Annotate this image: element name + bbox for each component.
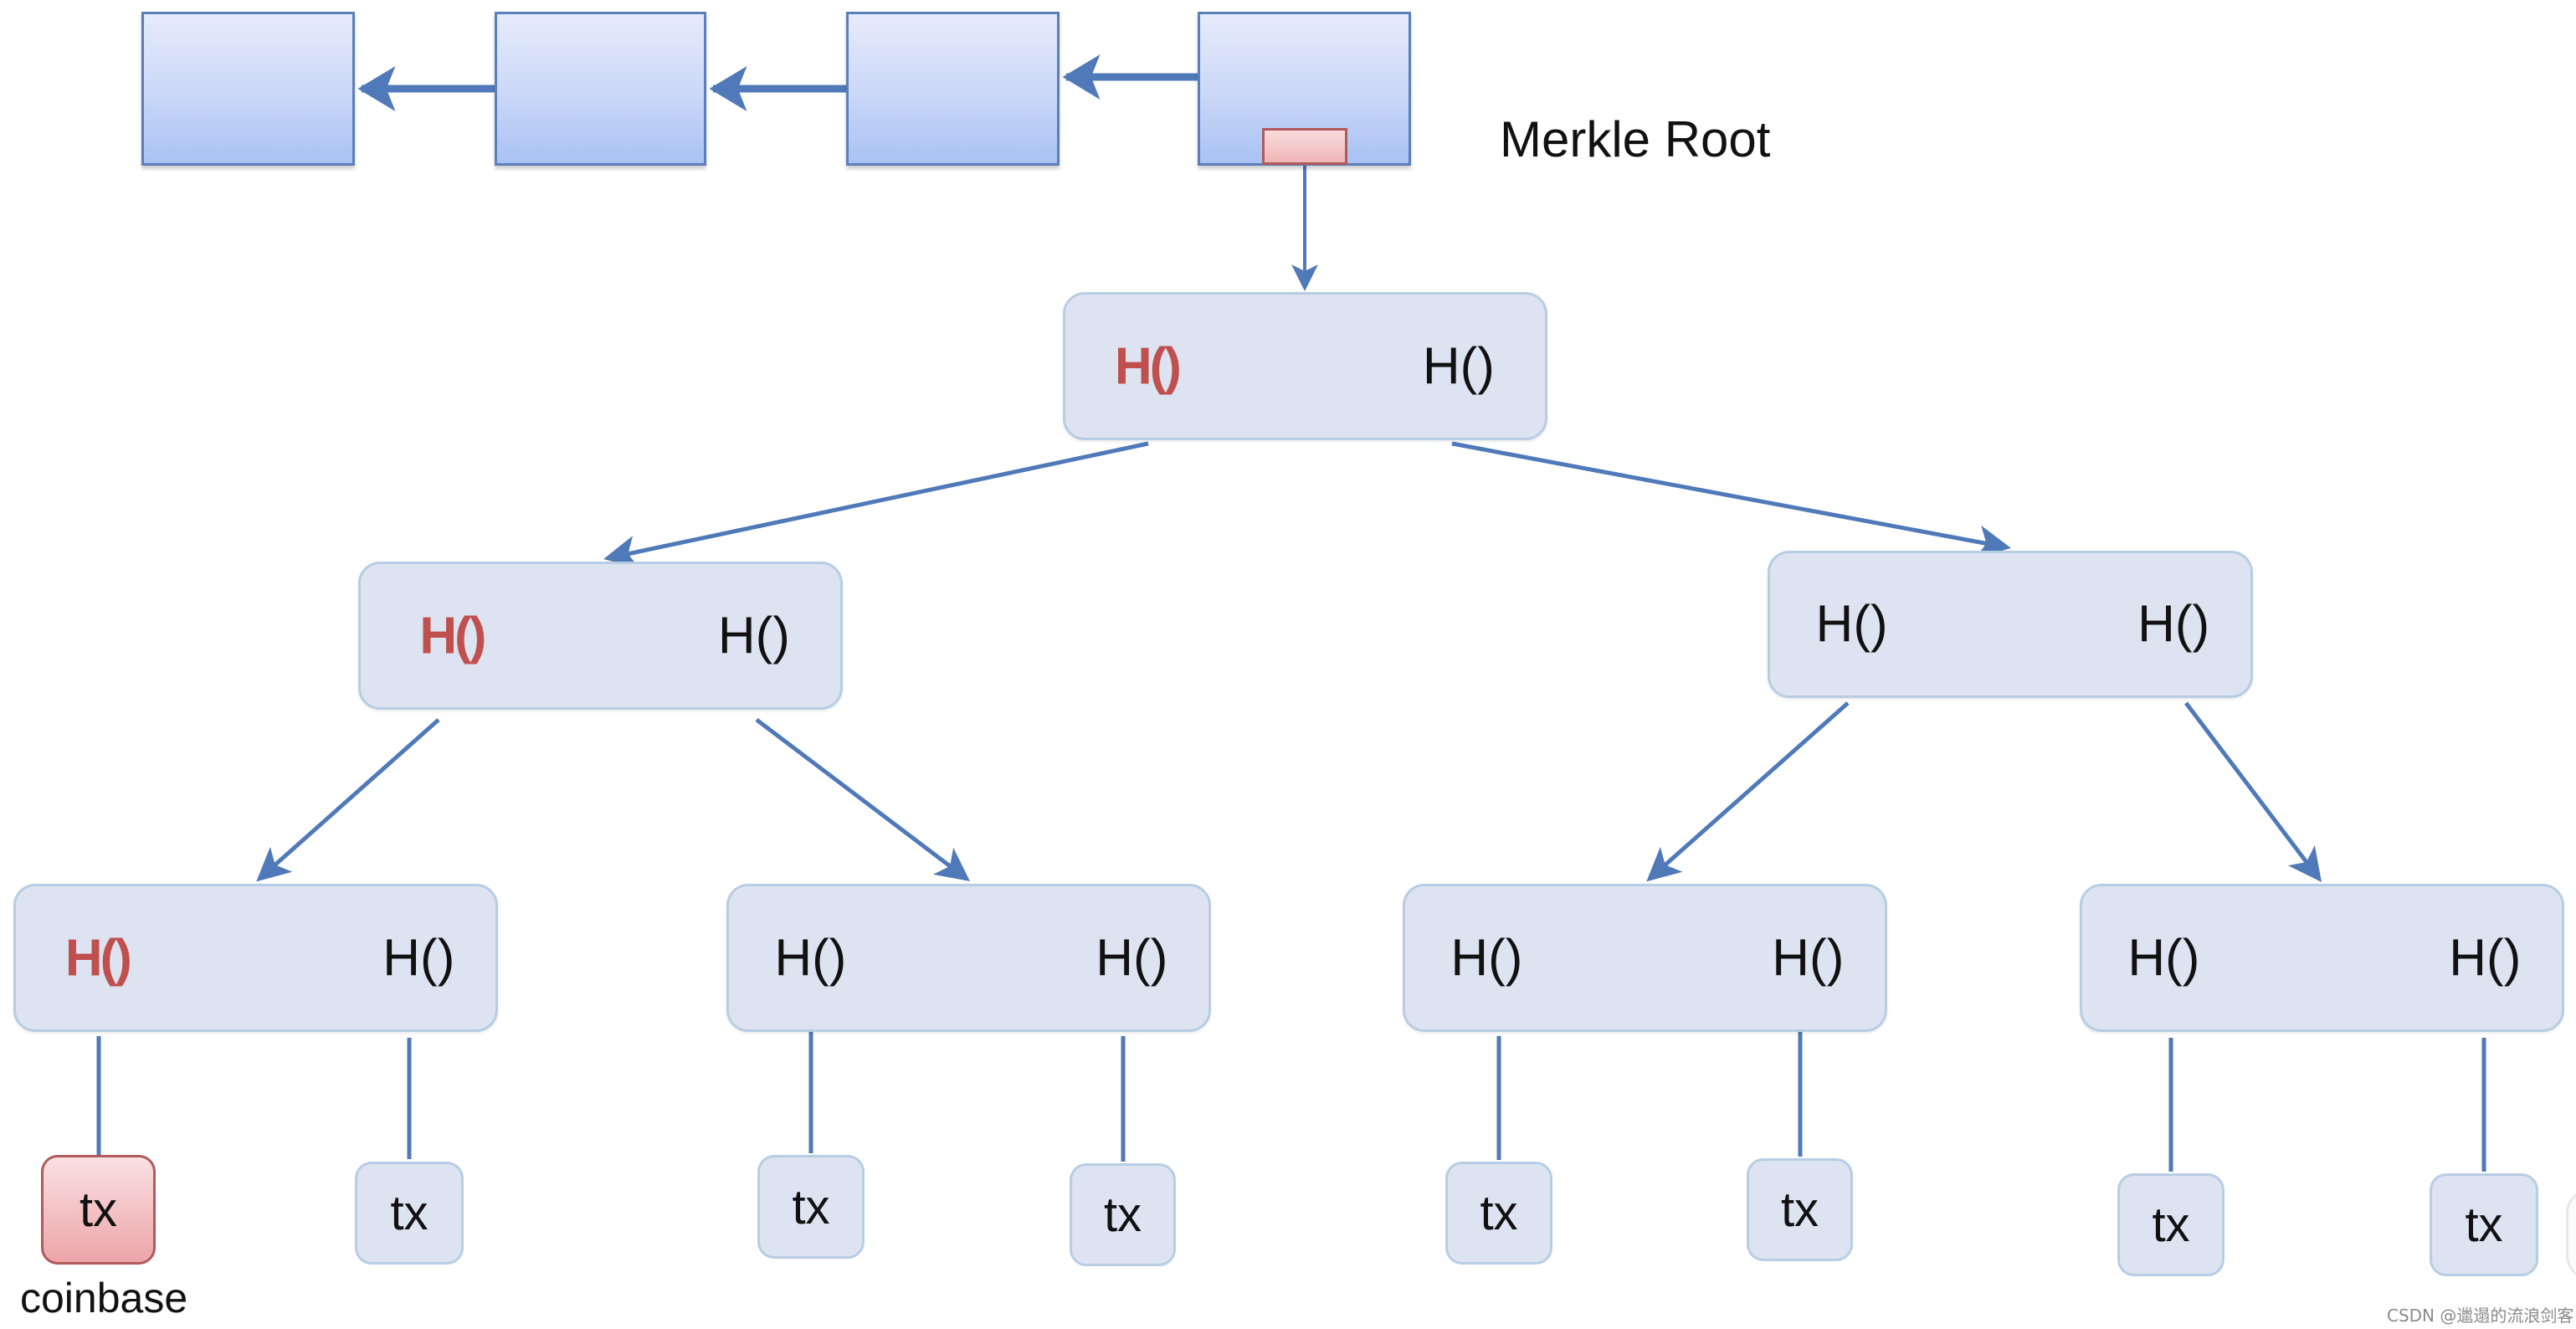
merkle-root-label: Merkle Root [1500,111,1771,167]
chain-block-2 [495,12,706,166]
leaf-tx-4: tx [1070,1163,1176,1266]
edge-root-left [603,441,1149,569]
hash-left: H() [64,929,132,987]
level3-node-1: H() H() [13,884,498,1032]
hash-right: H() [1422,337,1495,395]
coinbase-label: coinbase [20,1275,188,1321]
edge-l2a-l3b [755,718,970,882]
hash-right: H() [2449,929,2522,987]
edge-l2a-l3a [256,718,440,882]
level3-node-2: H() H() [726,884,1211,1032]
merkle-root-slot [1262,128,1347,165]
level2-node-right: H() H() [1768,551,2253,698]
hash-right: H() [717,607,790,664]
level2-node-left: H() H() [358,562,843,710]
leaf-tx-8: tx [2430,1173,2538,1276]
hash-right: H() [1772,929,1845,987]
hash-left: H() [774,929,847,987]
chain-block-3 [846,12,1060,166]
hash-left: H() [1450,929,1523,987]
watermark: CSDN @邋遢的流浪剑客 [2387,1306,2574,1326]
leaf-tx-1: tx [41,1155,156,1265]
leaf-tx-3: tx [757,1155,865,1259]
hash-left: H() [2127,929,2200,987]
leaf-tx-6: tx [1747,1158,1853,1261]
edge-l2b-l3c [1646,701,1850,882]
edge-l2b-l3d [2184,701,2322,882]
hash-right: H() [1096,929,1168,987]
hash-left: H() [1815,595,1888,654]
hash-right: H() [2137,595,2210,654]
edge-root-right [1451,441,2011,559]
tree-root-node: H() H() [1063,292,1547,440]
leaf-tx-5: tx [1445,1162,1552,1265]
level3-node-3: H() H() [1403,884,1887,1032]
hash-left: H() [1114,337,1182,395]
leaf-tx-7: tx [2117,1173,2224,1276]
leaf-tx-2: tx [355,1162,464,1265]
hash-right: H() [382,929,455,987]
level3-node-4: H() H() [2080,884,2564,1032]
hash-left: H() [419,607,486,664]
chain-block-1 [141,12,355,166]
